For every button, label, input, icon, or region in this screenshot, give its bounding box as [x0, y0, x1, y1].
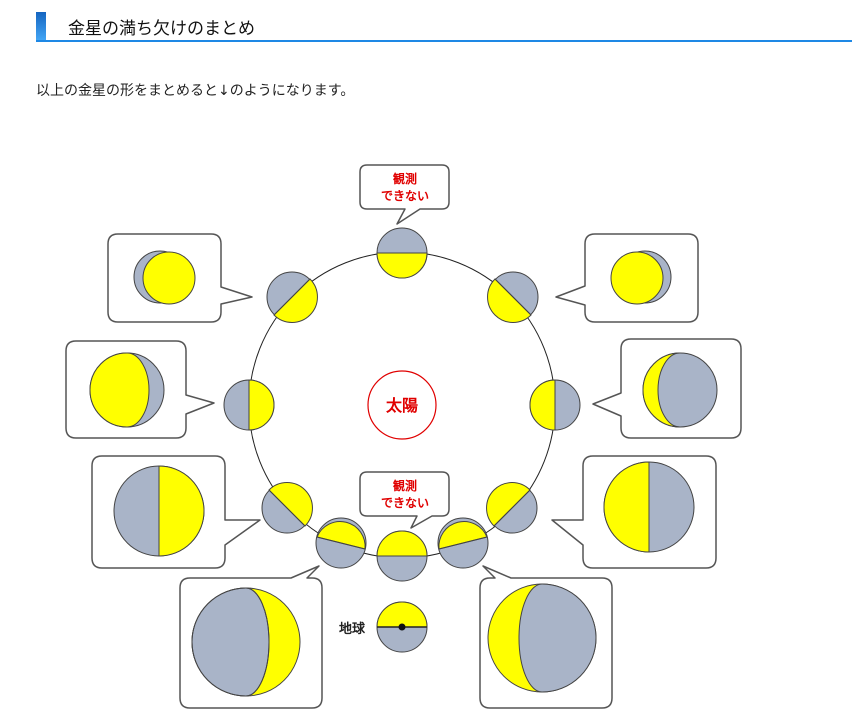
unobservable-top-line1: 観測 [393, 171, 417, 186]
apparent-shape-bottom-left [191, 587, 301, 697]
apparent-shape-middle-left [89, 352, 165, 428]
section-title: 金星の満ち欠けのまとめ [68, 19, 255, 39]
venus-lower-left [261, 482, 313, 534]
venus-top [376, 227, 428, 279]
earth-label: 地球 [339, 621, 366, 637]
section-header: 金星の満ち欠けのまとめ [36, 12, 852, 42]
venus-near-bottom-right [437, 517, 489, 569]
sun-circle [367, 370, 437, 440]
earth: 地球 [339, 601, 428, 653]
unobservable-top-line2: できない [381, 189, 429, 203]
bubble-unobservable-top [359, 164, 450, 225]
apparent-shape-upper-left [133, 250, 196, 305]
apparent-shapes [89, 250, 718, 697]
unobservable-bottom-line2: できない [381, 496, 429, 510]
unobservable-bottom-line1: 観測 [393, 478, 417, 493]
venus-upper-right [487, 271, 539, 323]
orbit-venus-set [223, 227, 581, 582]
apparent-shape-lower-left [113, 465, 205, 557]
venus-bottom [376, 530, 428, 582]
bubble-unobservable-bottom [359, 471, 450, 529]
intro-text: 以上の金星の形をまとめると↓のようになります。 [36, 83, 355, 99]
apparent-shape-middle-right [642, 352, 718, 428]
venus-left [223, 379, 275, 431]
apparent-shape-lower-right [603, 461, 695, 553]
venus-lower-right [486, 482, 538, 534]
apparent-shape-bottom-right [487, 583, 597, 693]
earth-day-side [376, 601, 428, 628]
venus-upper-left [266, 271, 318, 323]
venus-near-bottom-left [315, 517, 367, 569]
apparent-shape-upper-right [610, 250, 672, 305]
venus-right [529, 379, 581, 431]
sun-label: 太陽 [385, 396, 418, 415]
venus-phase-diagram: 太陽 観測 できない 観測 できない [65, 164, 742, 709]
observer-dot [398, 623, 406, 631]
sun: 太陽 [367, 370, 437, 440]
header-accent-bar [36, 12, 46, 40]
